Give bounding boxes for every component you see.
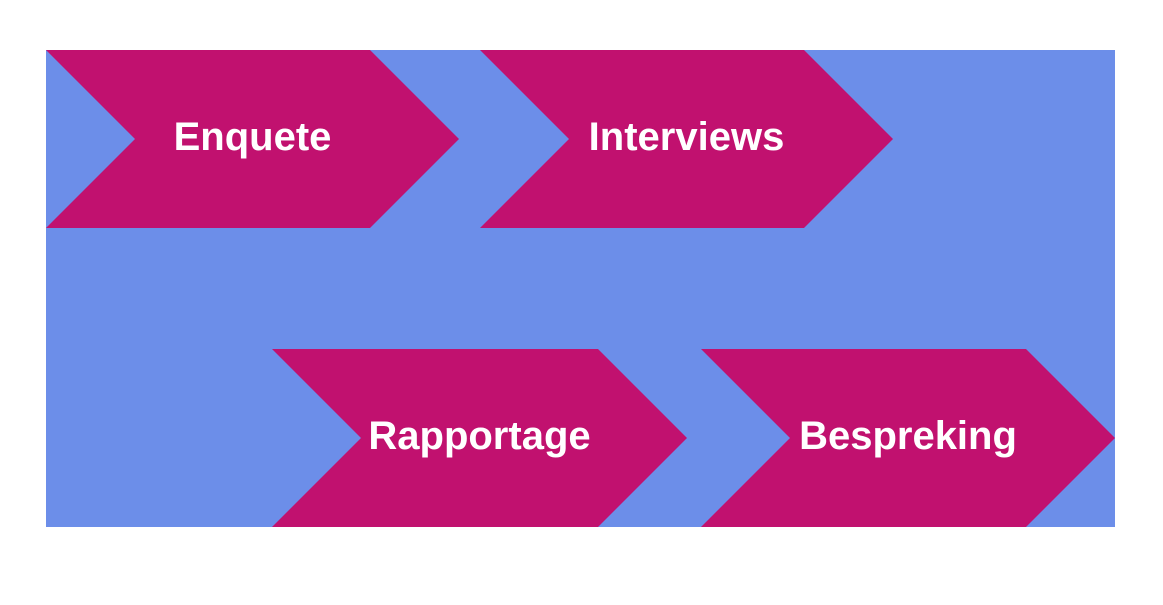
arrow-label-interviews: Interviews [588,115,785,159]
chevron-arrow-interviews: Interviews [480,50,893,228]
arrow-label-bespreking: Bespreking [799,414,1017,458]
arrow-label-enquete: Enquete [173,115,332,159]
arrow-label-rapportage: Rapportage [368,414,591,458]
